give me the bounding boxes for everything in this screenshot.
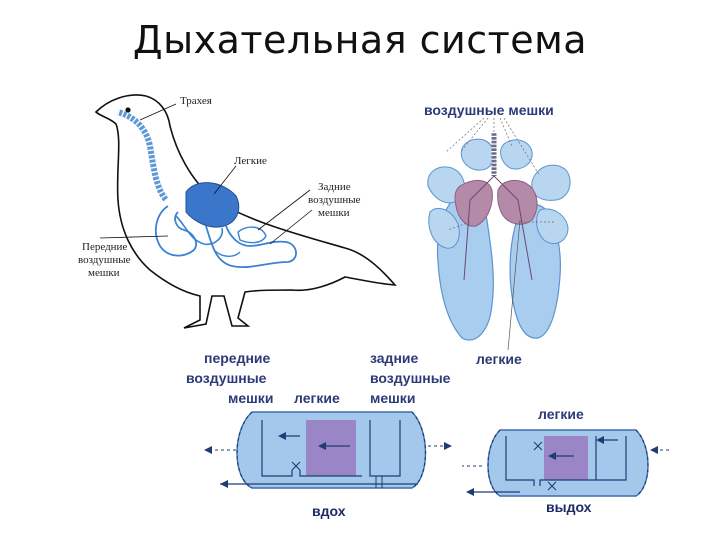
posterior-air-sac <box>205 225 297 268</box>
inhale-valve-x <box>291 461 301 471</box>
label-posterior-1: Задние <box>318 181 351 193</box>
upper-left-sac <box>460 138 494 171</box>
label-trachea: Трахея <box>180 95 212 107</box>
leader-anterior <box>99 235 169 239</box>
inhale-right-end <box>411 411 427 489</box>
label-anterior-2: воздушные <box>78 254 131 266</box>
label-front-sacs-2: воздушные <box>186 370 267 386</box>
anatomy-bronchi <box>463 175 533 281</box>
exhale-valve-x-bottom <box>547 481 557 491</box>
label-exhale-lungs: легкие <box>538 406 584 422</box>
leader-posterior-2 <box>269 209 313 245</box>
inhale-scheme: передние воздушные мешки легкие задние в… <box>186 350 452 519</box>
inhale-lung <box>306 420 356 476</box>
inhale-left-end <box>236 411 253 489</box>
posterior-air-sac-2 <box>237 226 267 244</box>
label-front-sacs-3: мешки <box>228 390 273 406</box>
label-posterior-3: мешки <box>318 207 350 219</box>
leader-trachea <box>139 103 177 121</box>
label-lungs: Легкие <box>234 155 267 167</box>
label-air-sacs: воздушные мешки <box>424 102 554 118</box>
anatomy-leaders <box>445 117 556 231</box>
leader-anatomy-lungs <box>507 219 521 351</box>
posterior-air-sac-3 <box>213 249 241 257</box>
exhale-in-right-head <box>650 446 658 454</box>
label-exhale: выдох <box>546 499 592 515</box>
left-anterior-sac <box>428 208 460 249</box>
inhale-out-left-head <box>204 446 212 454</box>
inhale-arrowhead-front <box>278 432 286 440</box>
exhale-arrowhead-rear <box>596 436 604 444</box>
inhale-out-right-head <box>444 442 452 450</box>
inhale-arrowhead-lung <box>318 442 326 450</box>
label-rear-sacs-3: мешки <box>370 390 415 406</box>
inhale-rear-inlet <box>375 476 383 488</box>
inhale-arrowhead-bottom <box>220 480 228 488</box>
bird-lung <box>185 182 240 228</box>
leader-lungs <box>213 165 237 195</box>
label-anterior-1: Передние <box>82 241 127 253</box>
exhale-arrowhead-lung <box>548 452 556 460</box>
label-posterior-2: воздушные <box>308 194 361 206</box>
anatomy-left-lung <box>454 180 493 227</box>
inhale-walls <box>261 420 401 477</box>
right-thoracic-sac <box>531 164 571 201</box>
label-front-sacs-1: передние <box>204 350 271 366</box>
exhale-valve-x-top <box>533 441 543 451</box>
air-sacs-anatomy: воздушные мешки легкие <box>424 102 571 367</box>
exhale-right-end <box>635 429 649 497</box>
label-inline-lungs: легкие <box>294 390 340 406</box>
exhale-scheme: легкие выдох <box>462 406 670 515</box>
label-rear-sacs-2: воздушные <box>370 370 451 386</box>
label-inhale: вдох <box>312 503 346 519</box>
page-title: Дыхательная система <box>132 18 588 62</box>
anterior-air-sac <box>154 205 197 257</box>
anterior-air-sac-2 <box>175 215 224 246</box>
right-anterior-sac <box>536 208 569 244</box>
exhale-lung <box>544 436 588 480</box>
pigeon-eye <box>125 107 131 113</box>
label-rear-sacs-1: задние <box>370 350 419 366</box>
label-anterior-3: мешки <box>88 267 120 279</box>
exhale-walls <box>505 436 627 486</box>
exhale-arrowhead-out <box>466 488 474 496</box>
pigeon-outline <box>94 94 397 329</box>
upper-right-sac <box>500 139 533 170</box>
pigeon-figure: Трахея Легкие Задние воздушные мешки Пер… <box>78 94 397 329</box>
leader-posterior-1 <box>257 189 311 231</box>
anatomy-right-lung <box>497 180 538 225</box>
label-anatomy-lungs: легкие <box>476 351 522 367</box>
trachea-rings <box>117 109 169 202</box>
